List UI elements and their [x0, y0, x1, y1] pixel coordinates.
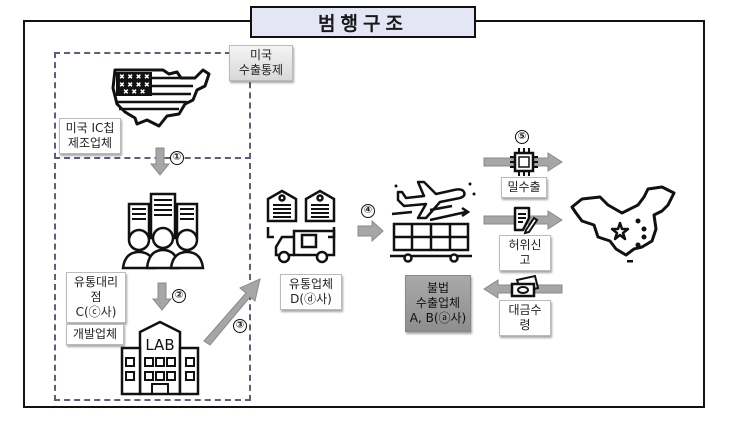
- money-bills-icon: [510, 274, 540, 298]
- usa-flag-map-icon: ✖ ✖ ✖ ✖✖ ✖ ✖ ✖✖ ✖ ✖: [111, 68, 211, 128]
- label-line: D(ⓓ사): [290, 292, 332, 306]
- label-line: 수출통제: [238, 63, 284, 77]
- label-line: A, B(ⓐ사): [409, 311, 467, 325]
- us-export-control-zone: [54, 52, 251, 401]
- label-line: 미국 IC칩: [65, 121, 115, 135]
- label-line: 불법: [426, 281, 450, 295]
- zone-divider: [54, 157, 251, 159]
- illegal-exporter-label: 불법 수출업체 A, B(ⓐ사): [405, 275, 471, 332]
- step-3-badge: ③: [233, 319, 247, 333]
- microchip-icon: [510, 148, 538, 176]
- us-export-control-label: 미국 수출통제: [229, 45, 293, 81]
- label-line: 개발업체: [72, 327, 118, 341]
- svg-text:LAB: LAB: [145, 336, 174, 354]
- payment-received-label: 대금수령: [499, 300, 551, 336]
- label-line: 유통대리점: [73, 275, 119, 304]
- office-buildings-people-icon: [121, 192, 205, 270]
- step-5-badge: ⑤: [515, 130, 529, 144]
- svg-text:✖ ✖ ✖: ✖ ✖ ✖: [123, 88, 146, 96]
- svg-text:✖ ✖ ✖ ✖: ✖ ✖ ✖ ✖: [119, 73, 150, 81]
- label-line: 수출업체: [415, 296, 461, 310]
- airplane-cargo-icon: [390, 180, 476, 263]
- label-line: 제조업체: [67, 136, 113, 150]
- label-line: 미국: [249, 48, 273, 62]
- warehouse-truck-icon: [266, 189, 336, 264]
- right-arrow: [357, 219, 384, 243]
- document-pen-icon: [513, 206, 539, 235]
- step-2-badge: ②: [172, 289, 186, 303]
- down-arrow: [149, 147, 171, 176]
- diagonal-arrow: [203, 278, 261, 346]
- down-arrow: [151, 282, 173, 311]
- lab-building-icon: LAB: [120, 320, 200, 396]
- china-map-icon: [570, 185, 676, 263]
- us-ic-maker-label: 미국 IC칩 제조업체: [59, 118, 121, 154]
- false-declaration-label: 허위신고: [499, 235, 551, 271]
- label-line: 유통업체: [288, 277, 334, 291]
- label-line: C(ⓒ사): [75, 305, 117, 319]
- developer-label: 개발업체: [66, 324, 124, 345]
- svg-text:✖ ✖ ✖ ✖: ✖ ✖ ✖ ✖: [119, 81, 150, 89]
- step-4-badge: ④: [361, 204, 375, 218]
- distributor-label: 유통업체 D(ⓓ사): [280, 274, 342, 310]
- diagram-title: 범행구조: [250, 6, 476, 38]
- distributor-agency-label: 유통대리점 C(ⓒ사): [66, 272, 126, 323]
- smuggling-label: 밀수출: [501, 177, 547, 198]
- step-1-badge: ①: [170, 151, 184, 165]
